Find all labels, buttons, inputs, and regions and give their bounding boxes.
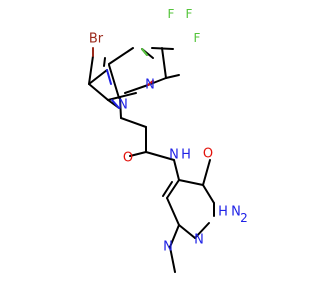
amine-hydrogen-label: H: [218, 205, 228, 220]
pyrazole-1-nitrogen-b: N: [118, 98, 128, 113]
atom-labels: Br F F F N N O N H N N H N 2 O: [89, 7, 248, 255]
bond-highlights: [92, 47, 154, 109]
amine-subscript-label: 2: [240, 211, 248, 225]
amide-oxygen-label: O: [203, 147, 213, 162]
bond-lines: [88, 47, 215, 273]
pyrazole-2-nitrogen-a: N: [163, 240, 173, 255]
bromine-label: Br: [89, 32, 104, 47]
amide-hydrogen-label: H: [181, 148, 191, 163]
molecule-structure: Br F F F N N O N H N N H N 2 O: [88, 7, 248, 273]
pyrazole-2-nitrogen-b: N: [194, 233, 204, 248]
amide-nitrogen-label: N: [169, 148, 179, 163]
carbonyl-oxygen-label: O: [123, 151, 133, 166]
pyrazole-1-nitrogen-a: N: [145, 78, 155, 93]
amine-nitrogen-label: N: [231, 205, 241, 220]
fluorine-label-2: F: [186, 7, 193, 21]
fluorine-label-3: F: [194, 31, 201, 45]
fluorine-label-1: F: [168, 7, 175, 21]
